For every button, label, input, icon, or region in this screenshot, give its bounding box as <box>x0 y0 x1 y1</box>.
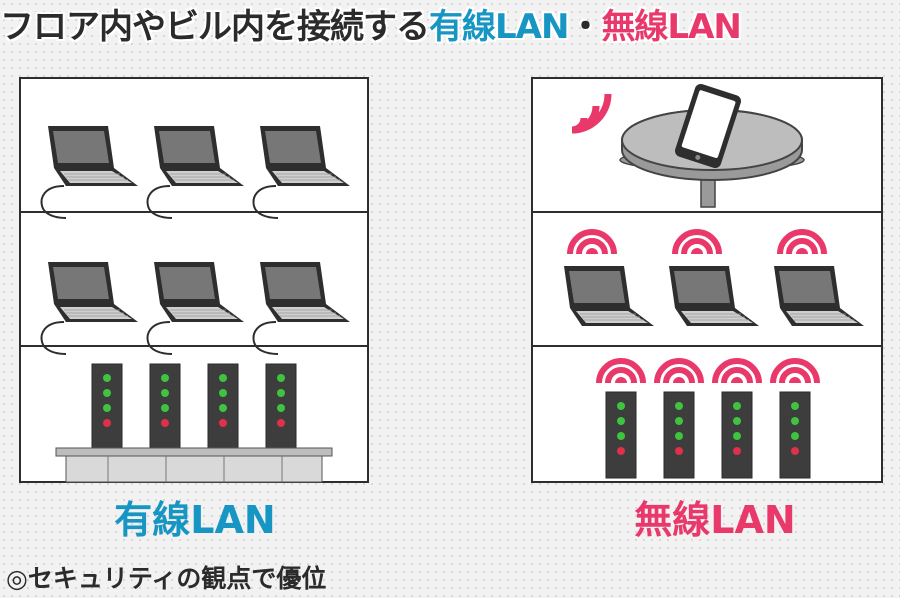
security-note: ◎セキュリティの観点で優位 <box>6 564 327 593</box>
title-main: フロア内やビル内を接続する <box>0 7 430 47</box>
wired-lan-building <box>19 77 369 483</box>
wired-lan-caption: 有線LAN <box>114 498 276 542</box>
server-icon <box>605 391 637 479</box>
server-icon <box>779 391 811 479</box>
server-icon <box>265 363 297 451</box>
wired-floor-bottom <box>55 363 333 483</box>
title-separator: ・ <box>568 7 602 47</box>
wireless-lan-building <box>531 77 883 483</box>
server-icon <box>721 391 753 479</box>
page-title: フロア内やビル内を接続する有線LAN・無線LAN <box>0 2 900 52</box>
wireless-floor-top <box>571 84 805 208</box>
server-icon <box>207 363 239 451</box>
wifi-signal-icon <box>571 93 612 134</box>
server-rack-icon <box>55 447 333 483</box>
server-icon <box>91 363 123 451</box>
title-wireless-lan: 無線LAN <box>601 7 741 47</box>
tablet-icon <box>674 84 742 168</box>
server-icon <box>149 363 181 451</box>
server-icon <box>663 391 695 479</box>
title-wired-lan: 有線LAN <box>429 7 569 47</box>
wireless-lan-caption: 無線LAN <box>634 498 796 542</box>
